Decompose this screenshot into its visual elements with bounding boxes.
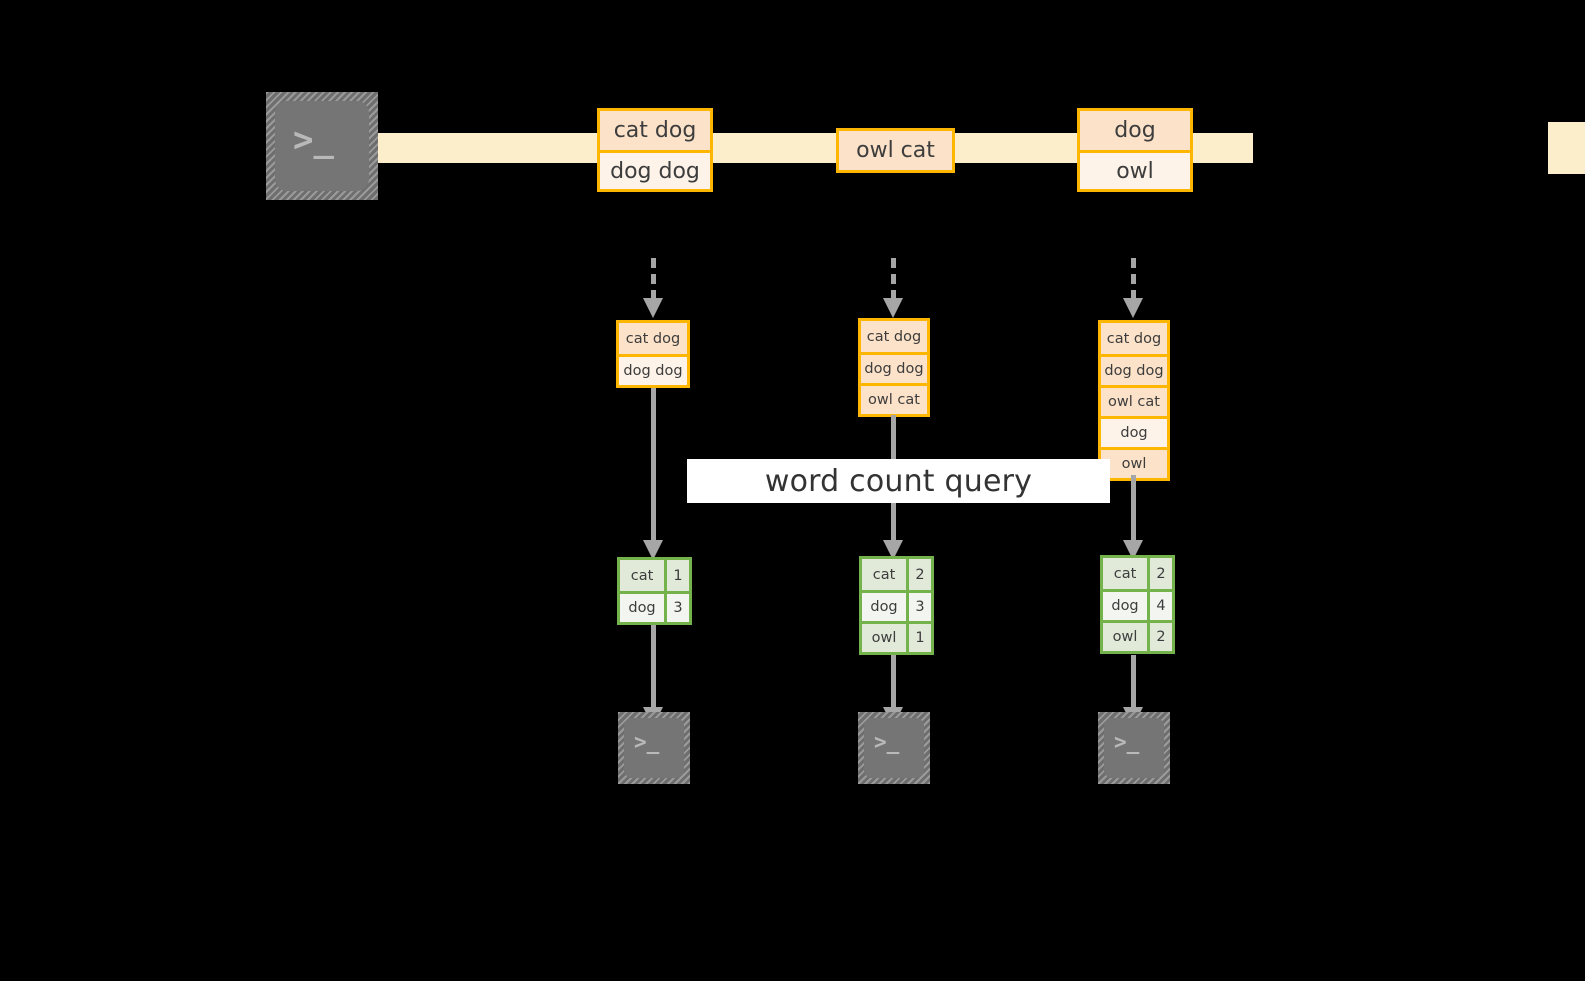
snapshot-line: owl cat bbox=[861, 383, 927, 414]
query-banner: word count query bbox=[687, 459, 1110, 503]
result-key: cat bbox=[862, 559, 906, 590]
stream-record-line: owl cat bbox=[839, 131, 952, 170]
snapshot-line: dog dog bbox=[861, 352, 927, 383]
stream-arrow-head-base bbox=[1548, 122, 1585, 174]
result-value: 2 bbox=[1147, 623, 1172, 651]
result-table-t1: cat 1 dog 3 bbox=[617, 557, 692, 625]
source-terminal-icon[interactable]: >_ bbox=[266, 92, 378, 200]
snapshot-line: owl cat bbox=[1101, 385, 1167, 416]
snapshot-line: dog dog bbox=[1101, 354, 1167, 385]
snapshot-stack-t2: cat dog dog dog owl cat bbox=[858, 318, 930, 417]
result-value: 4 bbox=[1147, 592, 1172, 620]
result-key: owl bbox=[862, 624, 906, 652]
result-row: dog 4 bbox=[1103, 589, 1172, 620]
result-row: dog 3 bbox=[620, 591, 689, 622]
result-row: cat 2 bbox=[1103, 558, 1172, 589]
stream-record-batch-1: cat dog dog dog bbox=[597, 108, 713, 192]
sink-terminal-icon-t3[interactable]: >_ bbox=[1098, 712, 1170, 784]
result-key: cat bbox=[620, 560, 664, 591]
terminal-prompt-glyph: >_ bbox=[874, 730, 900, 754]
result-key: dog bbox=[620, 594, 664, 622]
result-value: 1 bbox=[664, 560, 689, 591]
result-value: 2 bbox=[1147, 558, 1172, 589]
terminal-prompt-glyph: >_ bbox=[634, 730, 660, 754]
terminal-screen: >_ bbox=[1104, 718, 1164, 778]
result-key: cat bbox=[1103, 558, 1147, 589]
snapshot-stack-t1: cat dog dog dog bbox=[616, 320, 690, 388]
stream-record-batch-3: dog owl bbox=[1077, 108, 1193, 192]
result-key: dog bbox=[862, 593, 906, 621]
terminal-prompt-glyph: >_ bbox=[1114, 730, 1140, 754]
result-row: owl 1 bbox=[862, 621, 931, 652]
stream-record-line: cat dog bbox=[600, 111, 710, 150]
snapshot-stack-t3: cat dog dog dog owl cat dog owl bbox=[1098, 320, 1170, 481]
terminal-screen: >_ bbox=[864, 718, 924, 778]
query-label: word count query bbox=[764, 463, 1033, 499]
result-value: 3 bbox=[664, 594, 689, 622]
snapshot-line: cat dog bbox=[861, 321, 927, 352]
result-key: dog bbox=[1103, 592, 1147, 620]
result-value: 2 bbox=[906, 559, 931, 590]
result-row: cat 2 bbox=[862, 559, 931, 590]
stream-record-line: dog bbox=[1080, 111, 1190, 150]
sink-terminal-icon-t2[interactable]: >_ bbox=[858, 712, 930, 784]
result-row: cat 1 bbox=[620, 560, 689, 591]
snapshot-line: cat dog bbox=[619, 323, 687, 354]
terminal-screen: >_ bbox=[624, 718, 684, 778]
result-row: owl 2 bbox=[1103, 620, 1172, 651]
result-value: 3 bbox=[906, 593, 931, 621]
sink-terminal-icon-t1[interactable]: >_ bbox=[618, 712, 690, 784]
result-key: owl bbox=[1103, 623, 1147, 651]
stream-record-batch-2: owl cat bbox=[836, 128, 955, 173]
snapshot-line: cat dog bbox=[1101, 323, 1167, 354]
result-table-t3: cat 2 dog 4 owl 2 bbox=[1100, 555, 1175, 654]
result-table-t2: cat 2 dog 3 owl 1 bbox=[859, 556, 934, 655]
result-value: 1 bbox=[906, 624, 931, 652]
result-row: dog 3 bbox=[862, 590, 931, 621]
stream-record-line: owl bbox=[1080, 150, 1190, 189]
snapshot-line: dog bbox=[1101, 416, 1167, 447]
stream-record-line: dog dog bbox=[600, 150, 710, 189]
snapshot-line: owl bbox=[1101, 447, 1167, 478]
terminal-prompt-glyph: >_ bbox=[293, 120, 334, 160]
snapshot-line: dog dog bbox=[619, 354, 687, 385]
terminal-screen: >_ bbox=[275, 101, 369, 191]
